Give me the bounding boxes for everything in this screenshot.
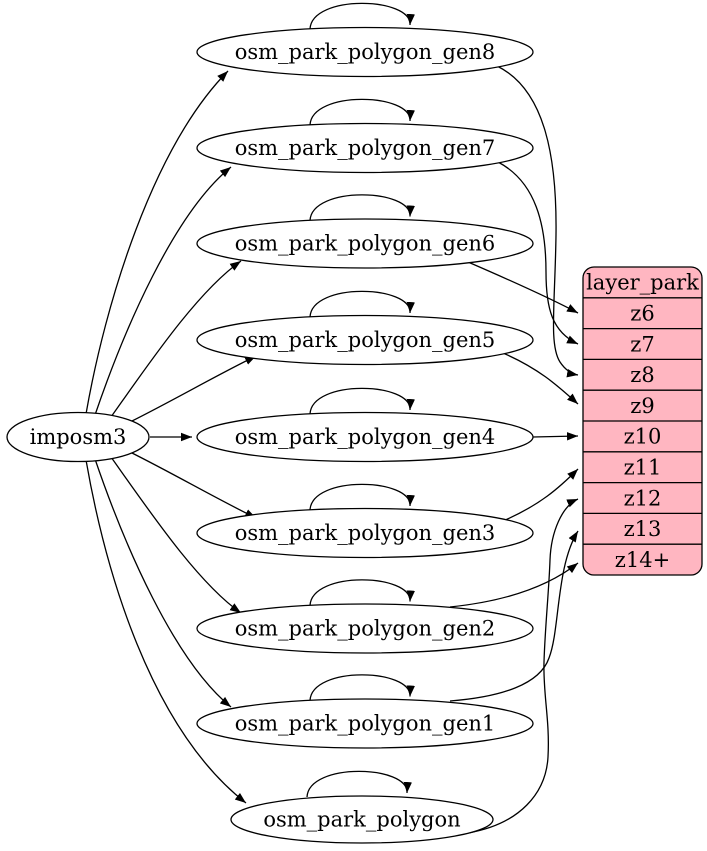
- node-osm-park-polygon-gen5: osm_park_polygon_gen5: [196, 314, 534, 366]
- polygon-label: osm_park_polygon: [263, 808, 460, 832]
- edge-imposm3-to-gen1: [94, 458, 232, 708]
- layer-row-z10: z10: [624, 425, 662, 449]
- edges-from-source: [85, 70, 257, 804]
- gen1-label: osm_park_polygon_gen1: [235, 712, 496, 736]
- gen7-ellipse: [196, 122, 534, 174]
- gen7-label: osm_park_polygon_gen7: [235, 136, 496, 160]
- gen5-label: osm_park_polygon_gen5: [235, 328, 496, 352]
- node-osm-park-polygon-gen6: osm_park_polygon_gen6: [196, 218, 534, 269]
- self-loops: [306, 2, 415, 798]
- self-loop-gen2: [309, 579, 415, 606]
- self-loop-gen6: [309, 194, 415, 221]
- layer-row-z14: z14+: [615, 548, 670, 572]
- gen6-ellipse: [196, 218, 534, 269]
- gen8-label: osm_park_polygon_gen8: [235, 40, 496, 64]
- gen2-ellipse: [196, 603, 534, 654]
- gen3-ellipse: [196, 507, 534, 559]
- edge-imposm3-to-gen8: [85, 70, 229, 415]
- layer-row-z9: z9: [630, 394, 654, 418]
- gen4-ellipse: [196, 411, 534, 463]
- imposm3-ellipse: [6, 411, 150, 463]
- node-osm-park-polygon: osm_park_polygon: [230, 795, 494, 844]
- layer-row-z8: z8: [630, 363, 654, 387]
- node-osm-park-polygon-gen7: osm_park_polygon_gen7: [196, 122, 534, 174]
- edge-imposm3-to-gen3: [129, 451, 257, 519]
- edge-imposm3-to-gen7: [94, 166, 232, 416]
- gen5-ellipse: [196, 314, 534, 366]
- self-loop-gen3: [309, 483, 415, 511]
- edge-polygon-to-z12: [467, 498, 579, 834]
- self-loop-gen7: [309, 98, 415, 126]
- layer-row-z6: z6: [630, 302, 654, 326]
- self-loop-gen1: [309, 674, 415, 701]
- self-loop-gen5: [309, 290, 415, 318]
- self-loop-gen8: [309, 2, 415, 30]
- layer-row-z13: z13: [624, 517, 662, 541]
- gen8-ellipse: [196, 26, 534, 78]
- node-osm-park-polygon-gen2: osm_park_polygon_gen2: [196, 603, 534, 654]
- gen6-label: osm_park_polygon_gen6: [235, 232, 496, 256]
- layer-row-z12: z12: [624, 486, 662, 510]
- node-osm-park-polygon-gen1: osm_park_polygon_gen1: [196, 698, 534, 749]
- gen4-label: osm_park_polygon_gen4: [235, 425, 496, 449]
- edge-gen4-to-z10: [532, 432, 579, 441]
- gen1-ellipse: [196, 698, 534, 749]
- edge-gen7-to-z7: [497, 161, 579, 345]
- layer-park-header: layer_park: [586, 271, 699, 295]
- gen2-label: osm_park_polygon_gen2: [235, 617, 496, 641]
- node-imposm3: imposm3: [6, 411, 150, 463]
- gen3-label: osm_park_polygon_gen3: [235, 521, 496, 545]
- node-osm-park-polygon-gen8: osm_park_polygon_gen8: [196, 26, 534, 78]
- edge-gen2-to-z14: [449, 562, 579, 608]
- edge-imposm3-to-gen5: [129, 355, 257, 423]
- edges-to-layer: [449, 65, 579, 834]
- edge-imposm3-to-gen2: [110, 456, 242, 614]
- self-loop-gen4: [309, 387, 415, 415]
- node-osm-park-polygon-gen3: osm_park_polygon_gen3: [196, 507, 534, 559]
- edge-gen8-to-z8: [496, 65, 579, 378]
- edge-gen3-to-z11: [502, 468, 579, 522]
- edge-imposm3-to-gen6: [110, 260, 242, 418]
- self-loop-polygon: [306, 770, 412, 798]
- edge-imposm3-to-polygon: [85, 459, 247, 804]
- layer-row-z7: z7: [630, 332, 654, 356]
- edge-gen1-to-z13: [449, 530, 579, 702]
- polygon-ellipse: [230, 795, 494, 844]
- edge-gen5-to-z9: [502, 352, 579, 405]
- layer-park-table: layer_park z6 z7 z8 z9 z10 z11 z12 z13 z…: [582, 266, 703, 576]
- edge-gen6-to-z6: [467, 261, 579, 314]
- node-osm-park-polygon-gen4: osm_park_polygon_gen4: [196, 411, 534, 463]
- layer-row-z11: z11: [624, 456, 662, 480]
- imposm3-label: imposm3: [30, 425, 127, 449]
